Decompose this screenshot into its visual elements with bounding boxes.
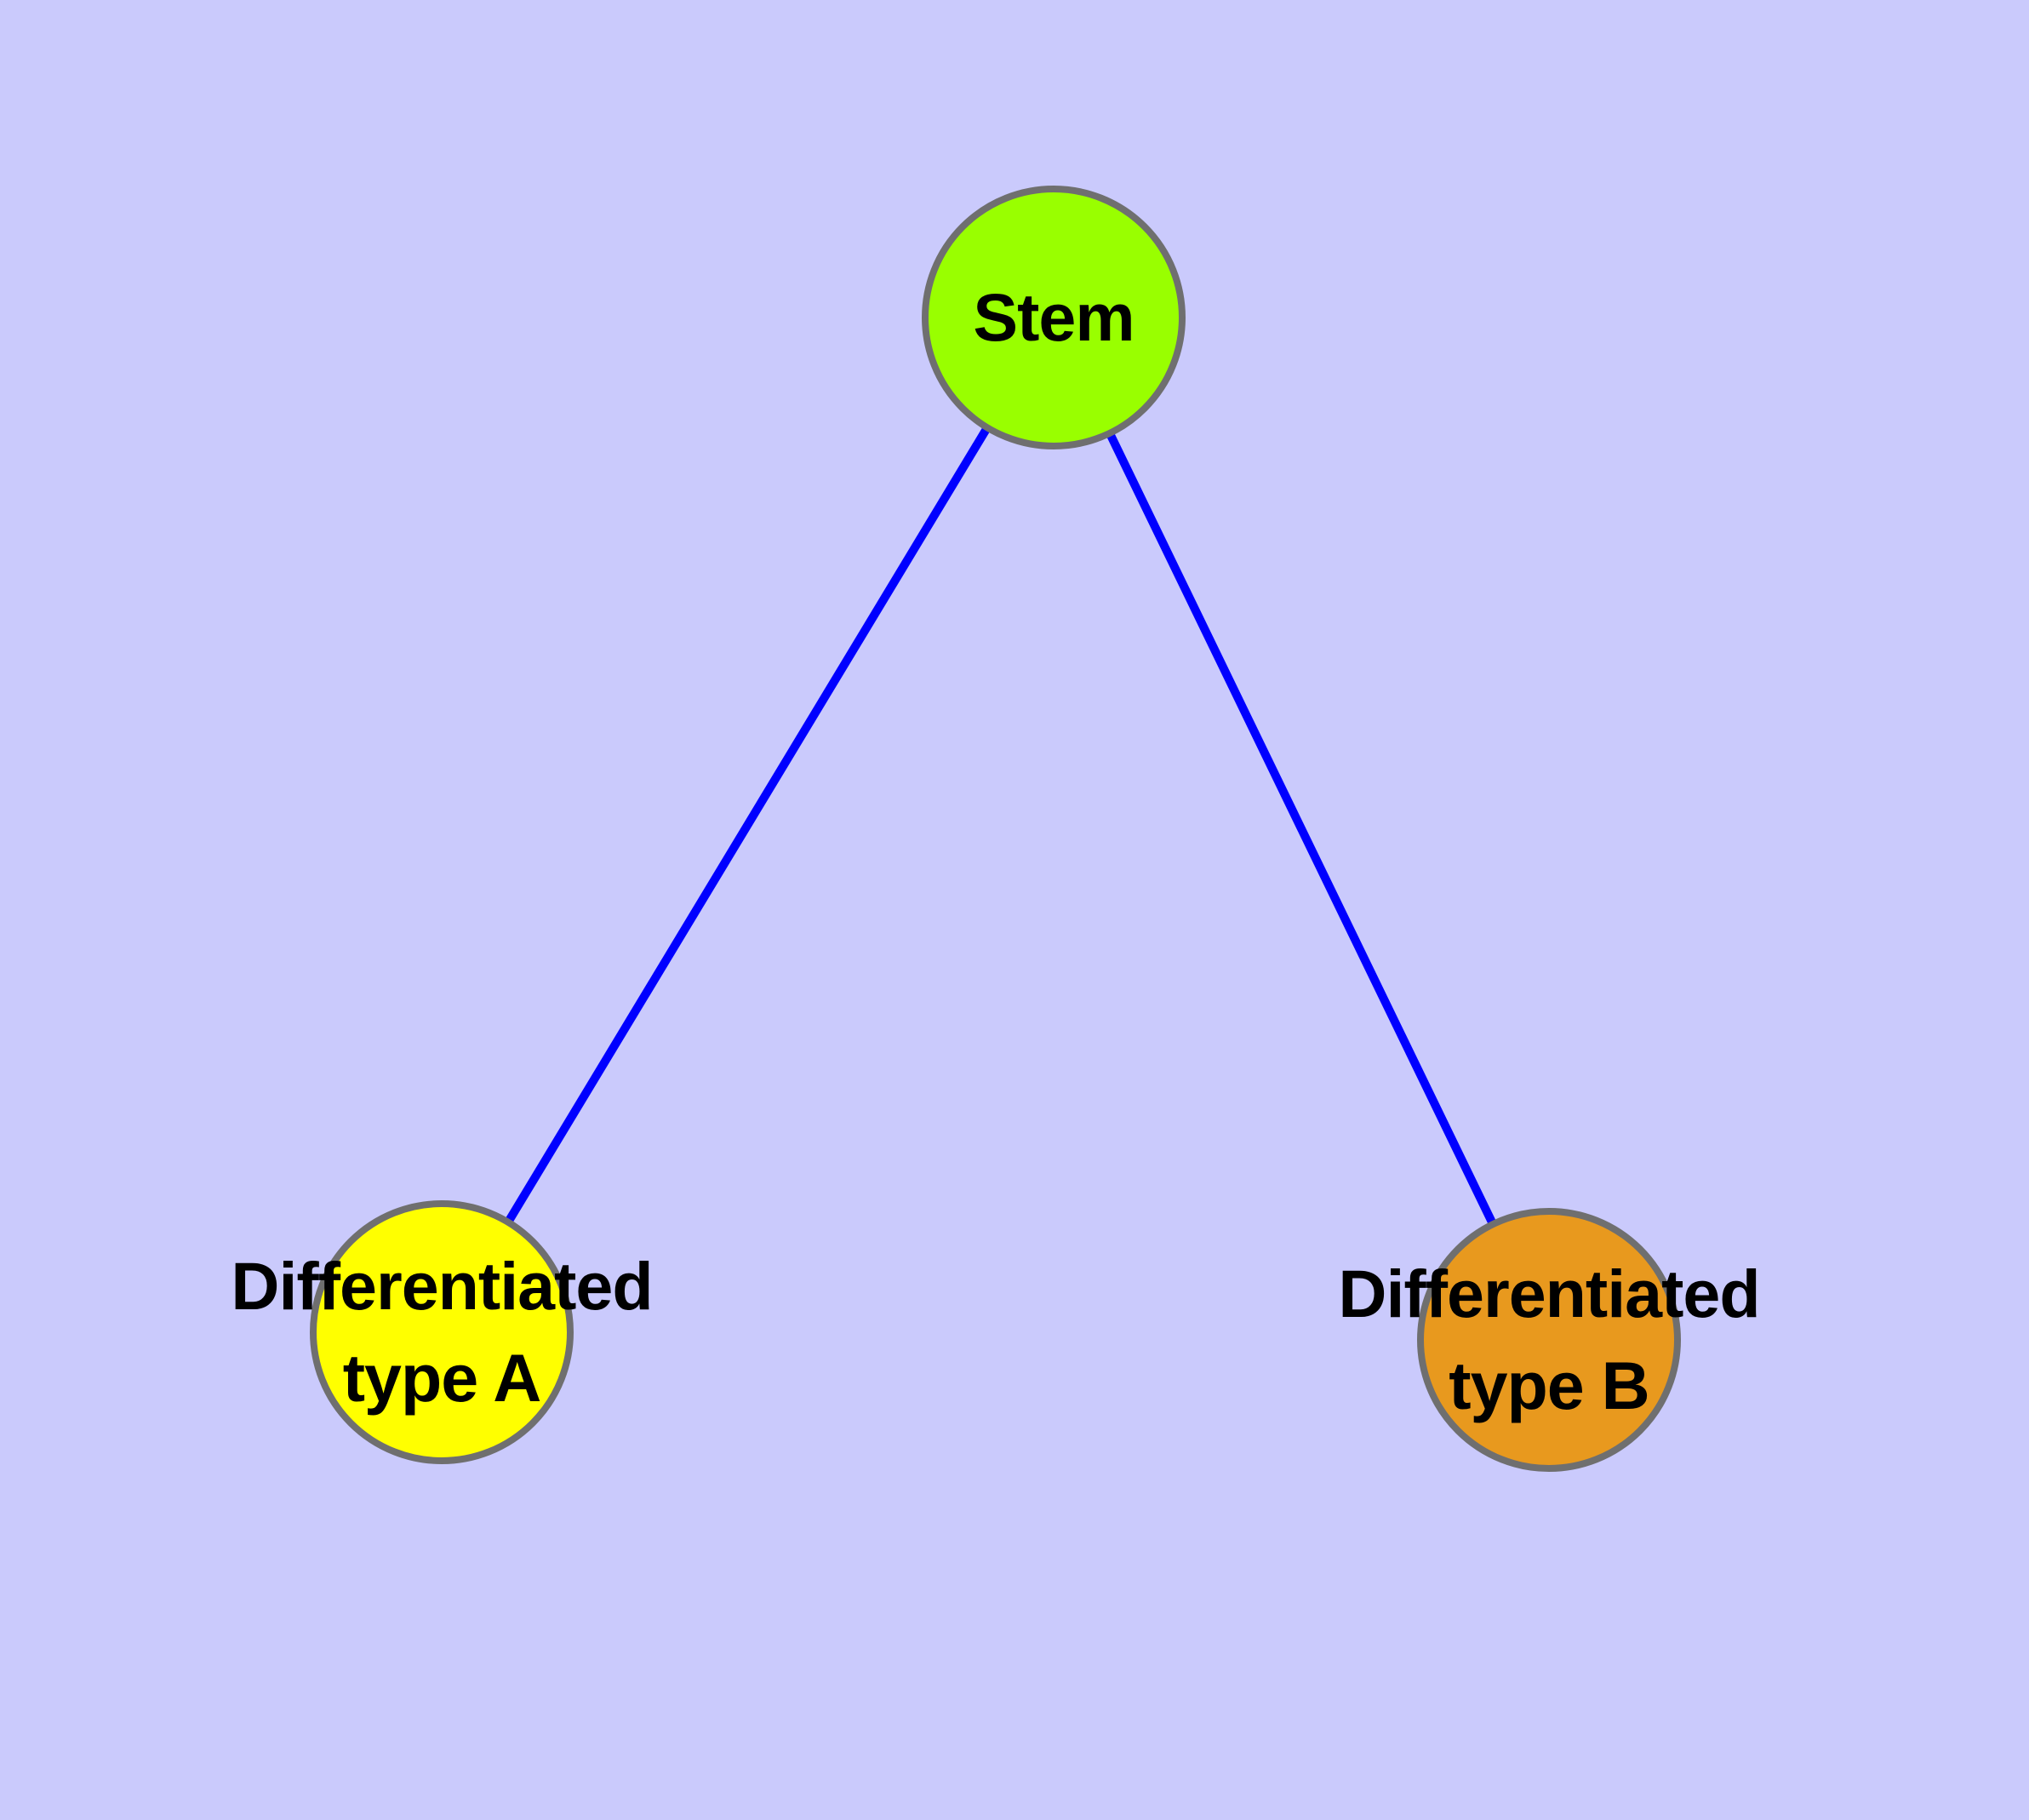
differentiated-type-a-node-label: Differentiated type A: [231, 1240, 653, 1424]
differentiated-type-a-node-circle: [310, 1200, 574, 1464]
stem-node-circle: [922, 186, 1186, 449]
differentiated-type-a-label-line1: Differentiated: [231, 1248, 653, 1324]
edge-stem-to-type-b: [1049, 315, 1553, 1342]
edge-stem-to-type-a: [437, 315, 1058, 1335]
stem-node-label-text: Stem: [973, 279, 1135, 355]
differentiated-type-a-label-line2: type A: [342, 1340, 542, 1416]
differentiated-type-b-label-line1: Differentiated: [1338, 1256, 1760, 1331]
differentiated-type-b-node-circle: [1417, 1208, 1681, 1472]
differentiated-type-b-node-label: Differentiated type B: [1338, 1248, 1760, 1432]
differentiated-type-b-label-line2: type B: [1449, 1348, 1649, 1423]
stem-node-label: Stem: [973, 272, 1135, 363]
